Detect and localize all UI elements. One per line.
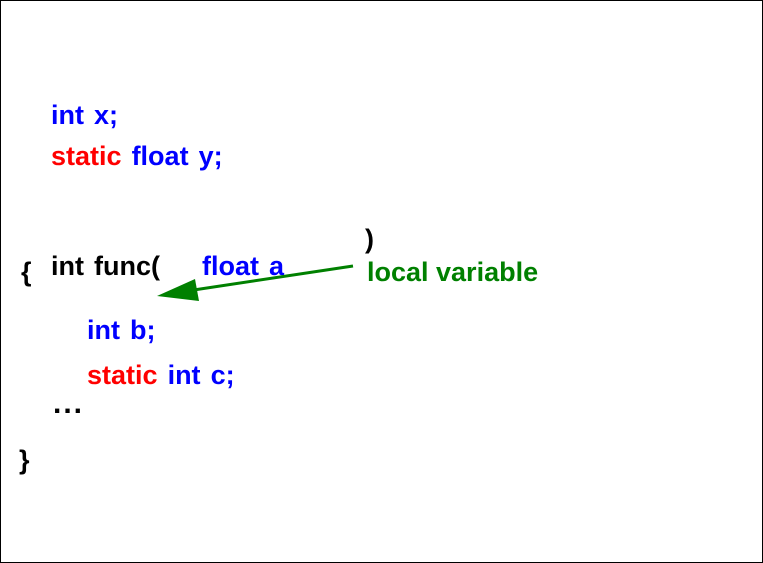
code-line-global-int-x: int x; bbox=[21, 75, 118, 156]
identifier-a: a bbox=[269, 251, 285, 281]
code-close-brace: } bbox=[19, 445, 30, 475]
keyword-int: int bbox=[51, 100, 85, 130]
keyword-int-local: int bbox=[87, 315, 121, 345]
identifier-c: c; bbox=[210, 360, 235, 390]
code-line-static-int-c: static int c; bbox=[57, 335, 235, 416]
annotation-label: local variable bbox=[367, 257, 539, 287]
function-name: func( bbox=[94, 251, 160, 281]
code-close-paren: ) bbox=[365, 224, 374, 254]
keyword-float: float bbox=[131, 141, 189, 171]
keyword-int-static-local: int bbox=[167, 360, 201, 390]
code-line-static-float-y: static float y; bbox=[21, 116, 223, 197]
identifier-b: b; bbox=[130, 315, 156, 345]
identifier-x: x; bbox=[94, 100, 119, 130]
keyword-static-local: static bbox=[87, 360, 158, 390]
arrow-shaft bbox=[186, 264, 354, 293]
code-open-brace: { bbox=[21, 257, 32, 287]
code-ellipsis: ... bbox=[53, 387, 85, 420]
identifier-y: y; bbox=[198, 141, 223, 171]
keyword-float-param: float bbox=[202, 251, 260, 281]
keyword-static: static bbox=[51, 141, 122, 171]
keyword-int-return: int bbox=[51, 251, 85, 281]
code-line-function-signature: int func( bbox=[21, 226, 160, 307]
code-line-local-int-b: int b; bbox=[57, 290, 156, 371]
arrow-head bbox=[157, 279, 199, 301]
